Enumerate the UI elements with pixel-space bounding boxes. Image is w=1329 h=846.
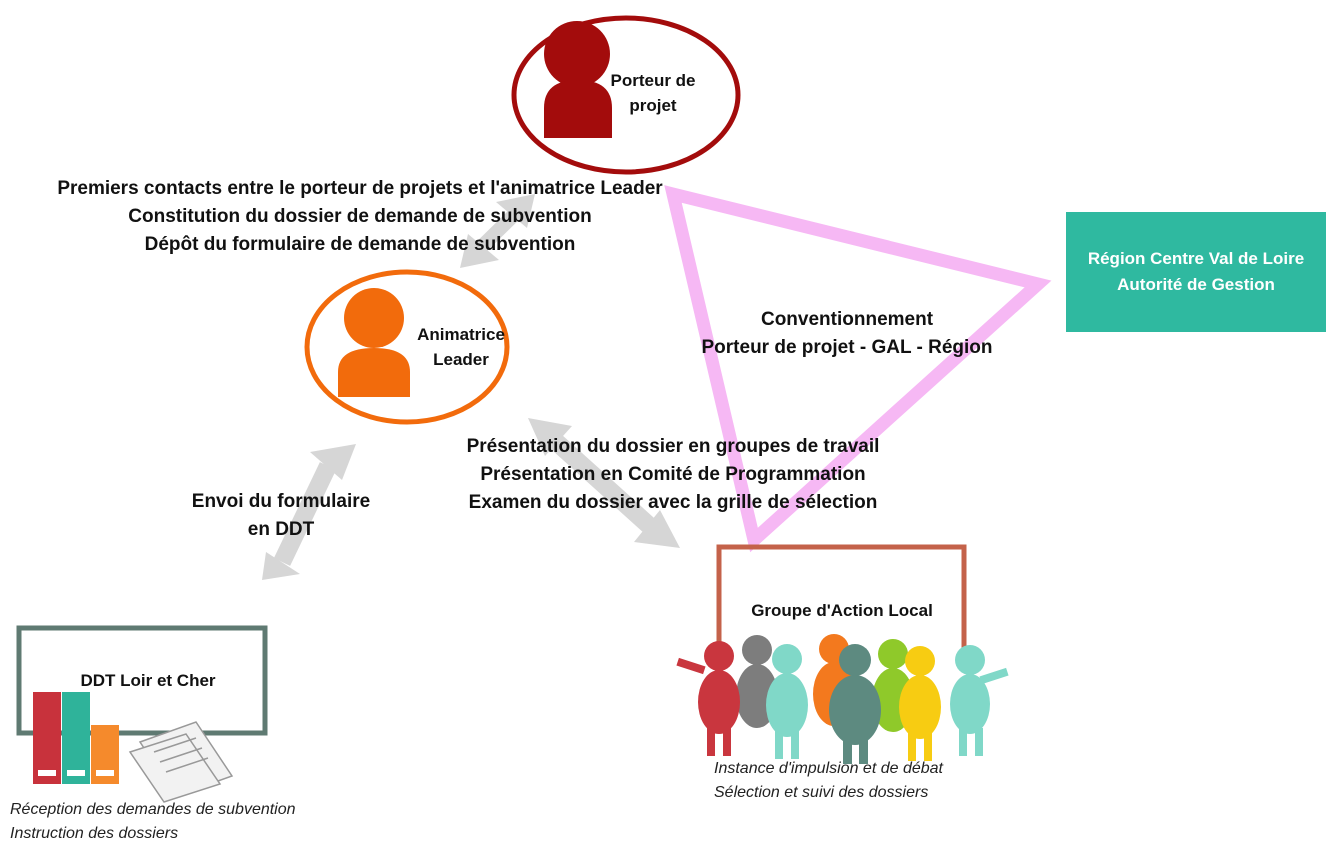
ddt-frame (16, 625, 268, 736)
edge-label-line: Porteur de projet - GAL - Région (701, 337, 993, 358)
region-label-line1: Région Centre Val de Loire (1087, 249, 1305, 268)
people-group-icon (676, 634, 1009, 764)
porteur-node (511, 15, 741, 175)
arrow-animatrice-ddt (262, 444, 356, 580)
animatrice-label-line1: Animatrice (417, 325, 505, 344)
animatrice-person-icon (338, 288, 410, 397)
porteur-label: Porteur de projet (600, 68, 706, 118)
edge-label-animatrice-gal: Présentation du dossier en groupes de tr… (440, 433, 906, 517)
caption-line: Réception des demandes de subvention (10, 801, 296, 818)
caption-line: Instruction des dossiers (10, 825, 179, 842)
porteur-label-line1: Porteur de (610, 71, 696, 90)
gal-label: Groupe d'Action Local (751, 601, 933, 620)
documents-icon (128, 721, 234, 803)
edge-label-convention: Conventionnement Porteur de projet - GAL… (660, 306, 1034, 362)
gal-frame (716, 544, 967, 650)
edge-label-line: Conventionnement (760, 309, 934, 330)
edge-label-line: Premiers contacts entre le porteur de pr… (57, 178, 663, 199)
animatrice-label-line2: Leader (433, 350, 489, 369)
edge-label-line: Constitution du dossier de demande de su… (128, 206, 592, 227)
edge-label-line: Envoi du formulaire (191, 491, 371, 512)
binders-icon (33, 692, 119, 784)
edge-label-line: Dépôt du formulaire de demande de subven… (144, 234, 576, 255)
edge-label-animatrice-ddt: Envoi du formulaire en DDT (176, 488, 386, 544)
arrow-porteur-animatrice (460, 194, 535, 268)
ddt-caption: Réception des demandes de subvention Ins… (10, 798, 370, 846)
porteur-person-icon (544, 21, 612, 138)
region-label-line2: Autorité de Gestion (1117, 275, 1275, 294)
caption-line: Instance d'impulsion et de débat (714, 760, 943, 777)
animatrice-node (304, 269, 510, 425)
arrow-animatrice-gal (528, 418, 680, 548)
edge-label-porteur-animatrice: Premiers contacts entre le porteur de pr… (20, 175, 700, 259)
edge-label-line: Présentation en Comité de Programmation (480, 464, 866, 485)
caption-line: Sélection et suivi des dossiers (714, 784, 929, 801)
convention-triangle (664, 185, 1052, 553)
ddt-label: DDT Loir et Cher (80, 671, 216, 690)
gal-caption: Instance d'impulsion et de débat Sélecti… (714, 757, 1014, 805)
porteur-label-line2: projet (629, 96, 677, 115)
edge-label-line: Examen du dossier avec la grille de séle… (468, 492, 878, 513)
region-box: Région Centre Val de Loire Autorité de G… (1066, 212, 1326, 332)
edge-label-line: Présentation du dossier en groupes de tr… (466, 436, 880, 457)
edge-label-line: en DDT (247, 519, 315, 540)
animatrice-label: Animatrice Leader (400, 322, 522, 372)
